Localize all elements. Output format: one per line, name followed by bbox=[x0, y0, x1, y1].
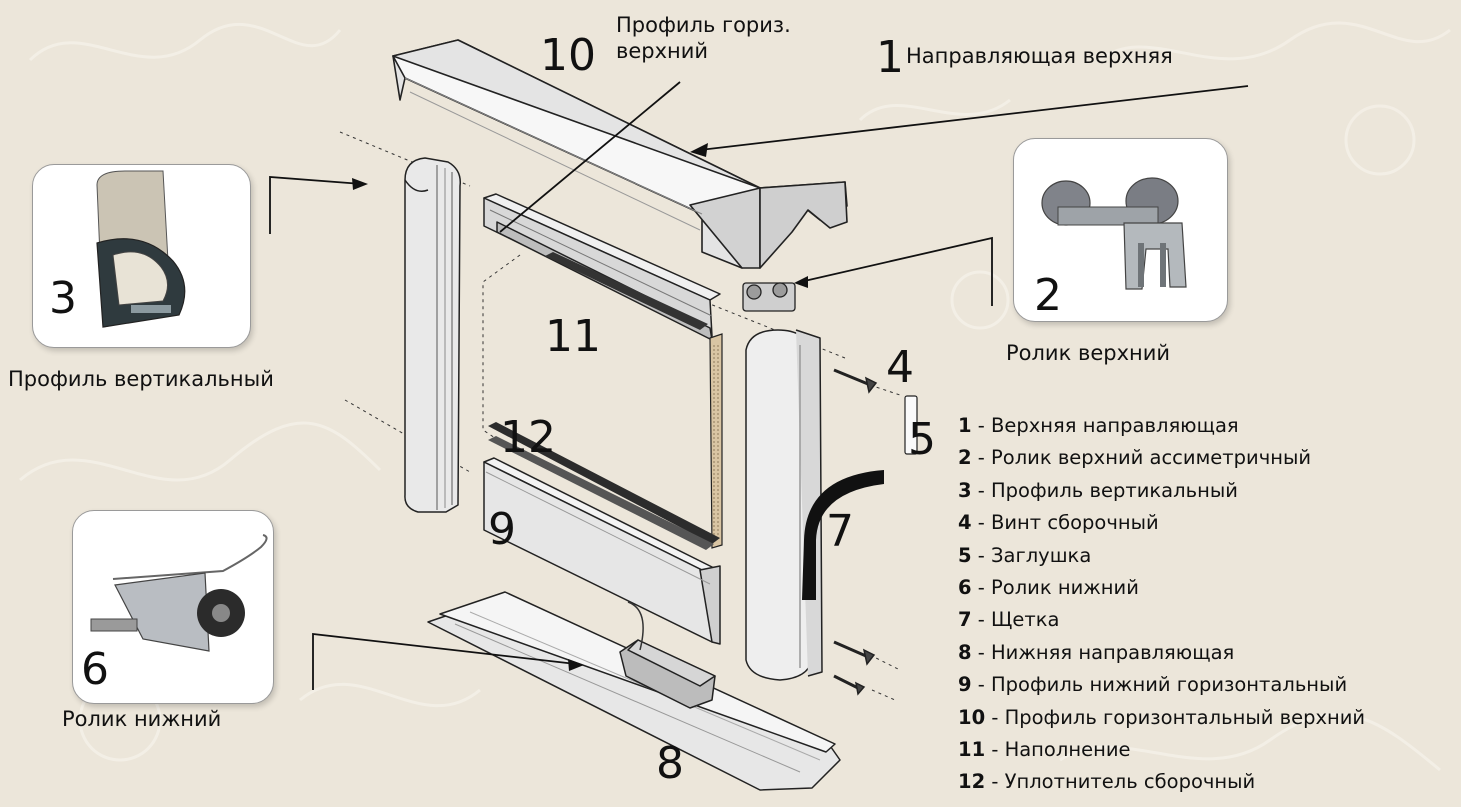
legend-text: - Ролик верхний ассиметричный bbox=[971, 446, 1312, 470]
legend-text: - Ролик нижний bbox=[971, 575, 1139, 599]
callout-roller-bottom: Ролик нижний bbox=[62, 707, 222, 731]
vertical-profile-closeup bbox=[96, 170, 186, 328]
callout-upper-horizontal-profile: Профиль гориз. верхний bbox=[616, 12, 791, 65]
part-number-10: 10 bbox=[540, 30, 596, 81]
legend-number: 9 bbox=[958, 673, 972, 697]
part-number-9: 9 bbox=[488, 504, 516, 555]
legend-item: 10 - Профиль горизонтальный верхний bbox=[958, 702, 1458, 734]
callout-upper-horizontal-profile-line2: верхний bbox=[616, 39, 709, 64]
legend-item: 3 - Профиль вертикальный bbox=[958, 475, 1458, 507]
legend-item: 4 - Винт сборочный bbox=[958, 507, 1458, 539]
legend-item: 6 - Ролик нижний bbox=[958, 572, 1458, 604]
part-number-6: 6 bbox=[81, 644, 109, 695]
lower-roller-closeup bbox=[90, 534, 268, 652]
parts-legend: 1 - Верхняя направляющая 2 - Ролик верхн… bbox=[958, 410, 1458, 799]
lower-roller-bracket bbox=[619, 601, 716, 709]
legend-number: 8 bbox=[958, 640, 972, 664]
legend-item: 1 - Верхняя направляющая bbox=[958, 410, 1458, 442]
callout-upper-horizontal-profile-line1: Профиль гориз. bbox=[616, 13, 791, 37]
legend-number: 2 bbox=[958, 446, 972, 470]
legend-text: - Винт сборочный bbox=[971, 511, 1159, 535]
filling-panel bbox=[709, 333, 723, 549]
upper-seal-strip bbox=[545, 252, 708, 330]
part-number-4: 4 bbox=[886, 342, 914, 393]
assembly-screws bbox=[833, 368, 878, 696]
part-number-11: 11 bbox=[545, 311, 601, 362]
legend-number: 5 bbox=[958, 543, 972, 567]
vertical-profile-left bbox=[404, 157, 461, 513]
part-number-3: 3 bbox=[49, 273, 77, 324]
legend-text: - Заглушка bbox=[971, 543, 1092, 567]
inset-vertical-profile: 3 bbox=[32, 164, 251, 348]
part-number-7: 7 bbox=[826, 506, 854, 557]
leader-lines bbox=[269, 81, 1249, 690]
legend-text: - Профиль горизонтальный верхний bbox=[985, 705, 1366, 729]
callout-roller-top: Ролик верхний bbox=[1006, 341, 1171, 365]
top-guide-rail bbox=[392, 39, 848, 269]
top-roller-closeup bbox=[1041, 177, 1187, 290]
lower-horizontal-profile bbox=[483, 457, 721, 645]
legend-text: - Уплотнитель сборочный bbox=[985, 770, 1256, 794]
legend-text: - Нижняя направляющая bbox=[971, 640, 1235, 664]
legend-item: 11 - Наполнение bbox=[958, 734, 1458, 766]
legend-item: 12 - Уплотнитель сборочный bbox=[958, 766, 1458, 798]
end-cap bbox=[904, 395, 918, 455]
legend-number: 1 bbox=[958, 414, 972, 437]
inset-lower-roller: 6 bbox=[72, 510, 274, 704]
part-number-12: 12 bbox=[500, 412, 556, 463]
inset-top-roller: 2 bbox=[1013, 138, 1228, 322]
vertical-profile-right bbox=[745, 329, 823, 681]
callout-top-guide: Направляющая верхняя bbox=[906, 44, 1173, 68]
legend-number: 12 bbox=[958, 770, 986, 794]
legend-text: - Наполнение bbox=[985, 737, 1131, 761]
legend-number: 11 bbox=[958, 737, 986, 761]
legend-text: - Верхняя направляющая bbox=[971, 414, 1239, 437]
legend-number: 3 bbox=[958, 478, 972, 502]
part-number-1: 1 bbox=[876, 32, 904, 83]
legend-text: - Профиль вертикальный bbox=[971, 478, 1238, 502]
legend-item: 2 - Ролик верхний ассиметричный bbox=[958, 442, 1458, 474]
part-number-2: 2 bbox=[1034, 270, 1062, 321]
legend-item: 7 - Щетка bbox=[958, 604, 1458, 636]
legend-number: 7 bbox=[958, 608, 972, 632]
legend-text: - Щетка bbox=[971, 608, 1060, 632]
brush bbox=[802, 470, 884, 600]
callout-vertical-profile: Профиль вертикальный bbox=[8, 367, 274, 391]
legend-number: 6 bbox=[958, 575, 972, 599]
legend-number: 4 bbox=[958, 511, 972, 535]
legend-item: 9 - Профиль нижний горизонтальный bbox=[958, 669, 1458, 701]
part-number-5: 5 bbox=[908, 414, 936, 465]
legend-text: - Профиль нижний горизонтальный bbox=[971, 673, 1348, 697]
lower-seal-strip bbox=[488, 422, 720, 550]
leader-arrowheads bbox=[352, 143, 808, 671]
part-number-8: 8 bbox=[656, 738, 684, 789]
top-roller-in-assembly bbox=[742, 282, 796, 312]
legend-item: 5 - Заглушка bbox=[958, 540, 1458, 572]
legend-number: 10 bbox=[958, 705, 986, 729]
legend-item: 8 - Нижняя направляющая bbox=[958, 637, 1458, 669]
